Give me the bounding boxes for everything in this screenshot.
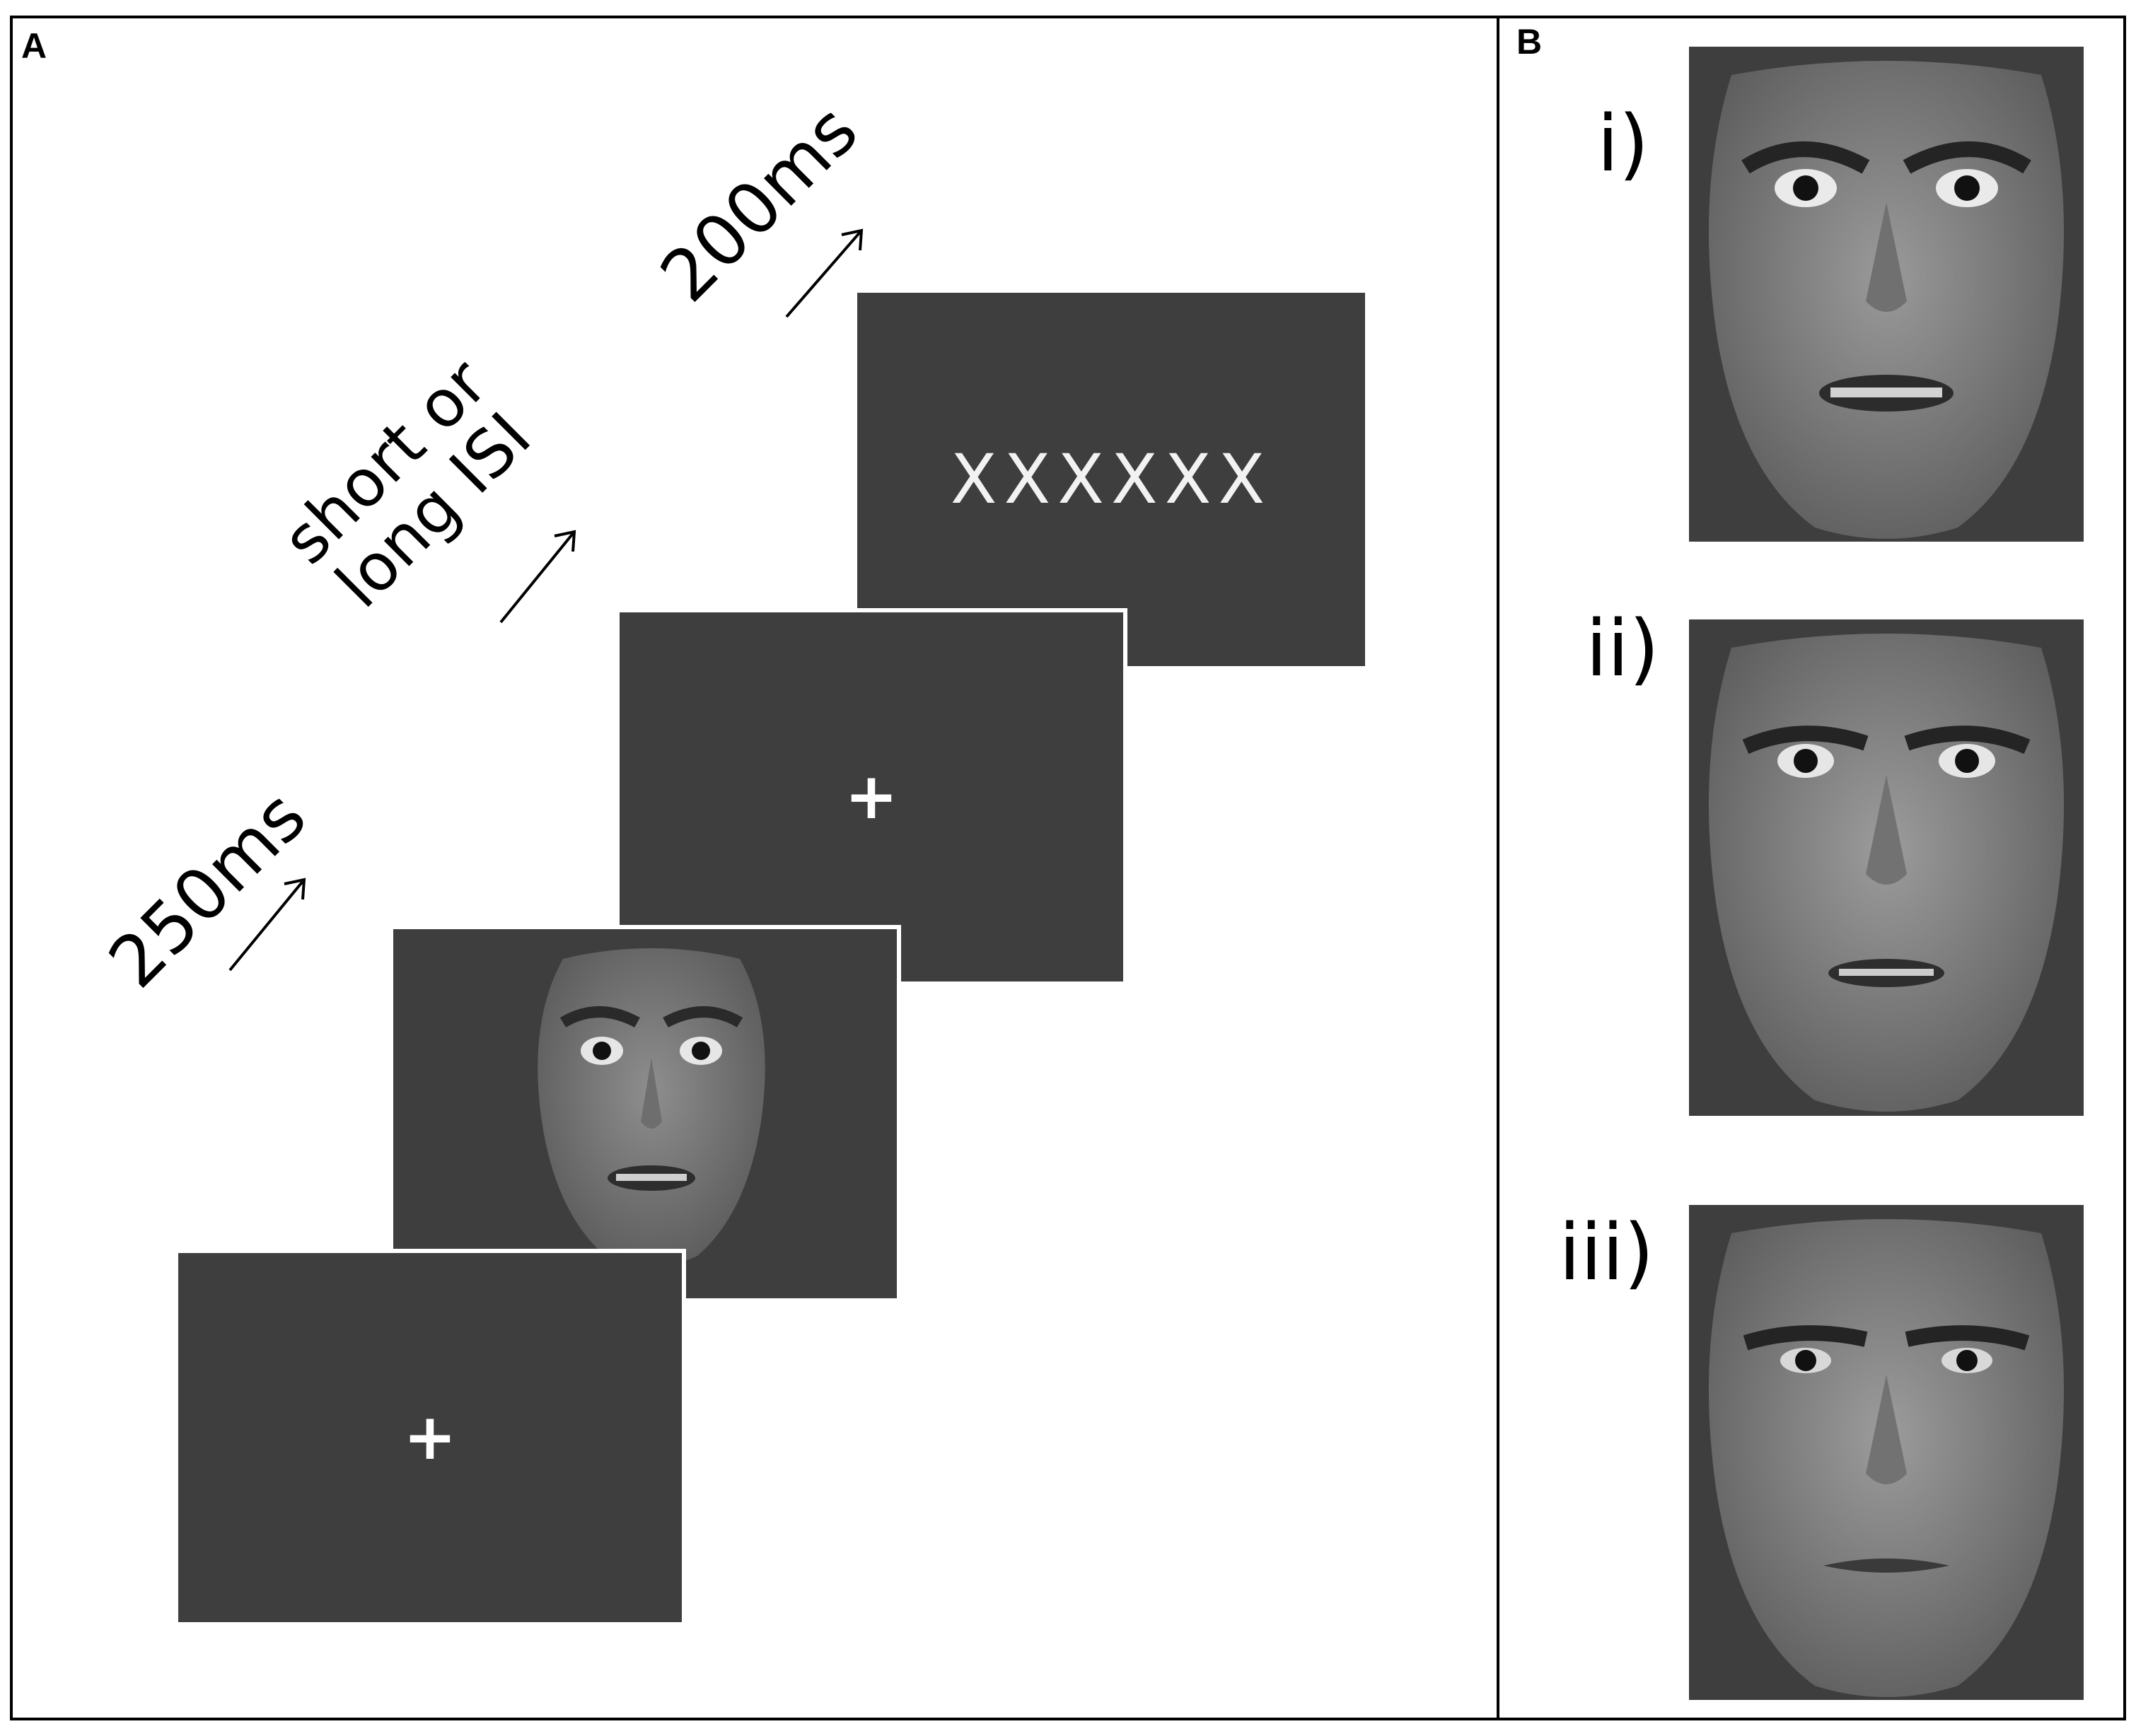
fearful-face-image [538,948,765,1266]
face-image-neutral [1689,1205,2084,1700]
mask-string: XXXXXX [950,440,1272,519]
panel-b-label: B [1516,22,1543,62]
screen-face [393,925,901,1298]
screen-fixation-2: + [620,608,1127,981]
arrow-icon [785,228,864,318]
face-label-iii: iii) [1559,1207,1654,1298]
face-image-morph [1689,619,2084,1116]
arrow-icon [228,878,306,972]
screen-fixation-1: + [178,1249,686,1622]
panel-divider [1497,16,1499,1720]
face-image-fearful [1689,47,2084,542]
face-label-i: i) [1597,98,1649,189]
panel-a-label: A [21,26,47,66]
fixation-cross: + [403,1400,457,1474]
figure-frame [10,16,2126,1720]
face-label-ii: ii) [1586,603,1660,694]
arrow-icon [499,530,576,624]
screen-mask: XXXXXX [857,293,1365,666]
fixation-cross: + [844,759,898,834]
